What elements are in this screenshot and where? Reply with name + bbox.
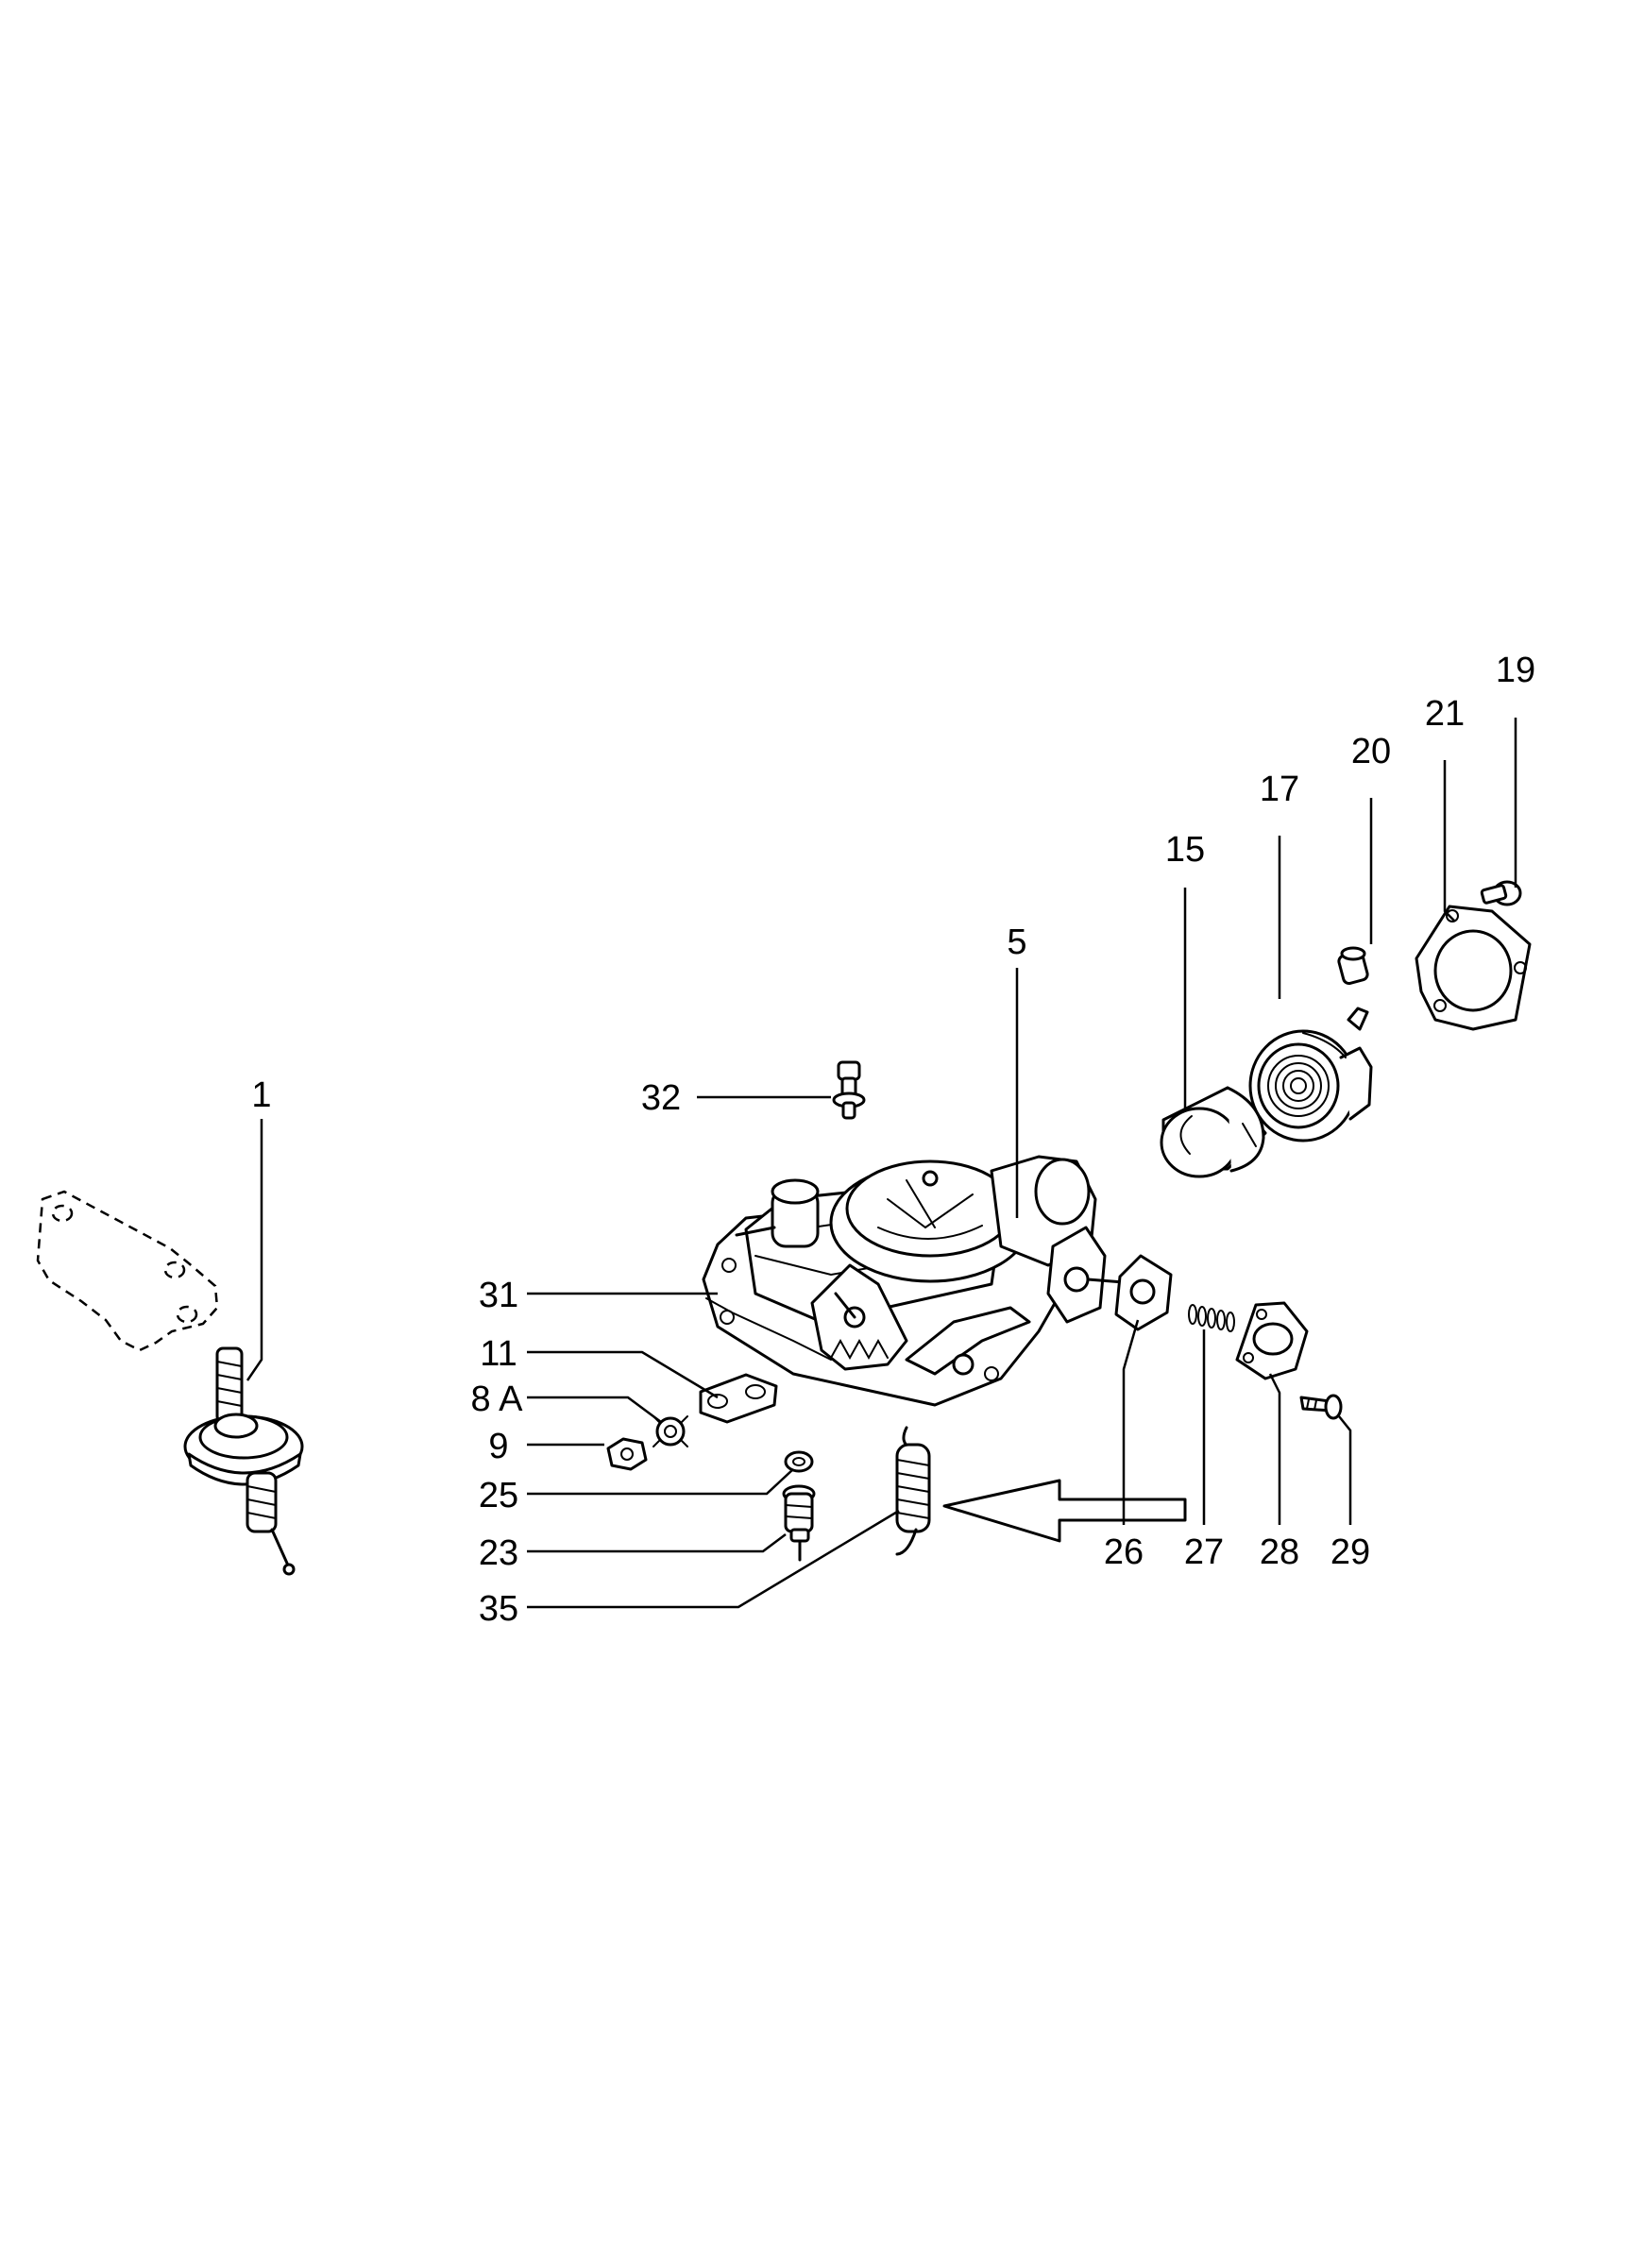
part-29-screw xyxy=(1299,1394,1343,1420)
direction-arrow-icon xyxy=(942,1479,1187,1543)
part-11-lever xyxy=(699,1373,778,1424)
part-25-washer xyxy=(784,1450,814,1473)
part-21-flange-gasket xyxy=(1415,905,1532,1031)
label-part-17: 17 xyxy=(1260,770,1299,809)
label-part-28: 28 xyxy=(1260,1532,1299,1572)
label-part-8a: 8 A xyxy=(471,1379,524,1419)
part-20-sleeve xyxy=(1337,946,1369,986)
part-26-diaphragm-plate xyxy=(1114,1254,1173,1331)
part-35-spring xyxy=(895,1426,931,1556)
label-part-29: 29 xyxy=(1330,1532,1370,1572)
label-part-31: 31 xyxy=(479,1276,518,1315)
part-1-bracket-hole xyxy=(176,1305,198,1324)
label-part-11: 11 xyxy=(480,1334,517,1374)
label-part-32: 32 xyxy=(641,1078,681,1118)
part-19-screw xyxy=(1480,880,1522,906)
part-32-screw xyxy=(832,1060,866,1120)
part-1-bracket-hole xyxy=(163,1261,186,1279)
label-part-35: 35 xyxy=(479,1589,518,1629)
label-part-9: 9 xyxy=(488,1427,508,1466)
label-part-1: 1 xyxy=(251,1075,271,1115)
part-5-carburetor-body xyxy=(702,1155,1126,1407)
part-9-nut xyxy=(606,1437,648,1471)
label-part-26: 26 xyxy=(1104,1532,1144,1572)
part-31-gasket xyxy=(705,1297,832,1361)
part-23-jet xyxy=(782,1484,816,1562)
label-part-27: 27 xyxy=(1184,1532,1224,1572)
label-part-23: 23 xyxy=(479,1533,518,1573)
label-part-25: 25 xyxy=(479,1476,518,1515)
label-part-15: 15 xyxy=(1165,830,1205,870)
label-part-20: 20 xyxy=(1351,732,1391,771)
leader-lines xyxy=(246,718,1517,1609)
label-part-21: 21 xyxy=(1425,694,1465,734)
label-part-5: 5 xyxy=(1007,922,1026,962)
part-1-bracket-outline xyxy=(36,1190,219,1352)
part-1-vacuum-unit xyxy=(36,1190,304,1576)
label-part-19: 19 xyxy=(1496,651,1535,690)
part-1-threaded-stem xyxy=(215,1346,244,1424)
part-27-small-spring xyxy=(1188,1304,1235,1332)
part-1-bracket-hole xyxy=(51,1204,74,1223)
part-28-cover xyxy=(1235,1301,1309,1380)
part-17-choke-housing xyxy=(1248,1007,1373,1142)
part-15-choke-cap xyxy=(1160,1086,1267,1178)
